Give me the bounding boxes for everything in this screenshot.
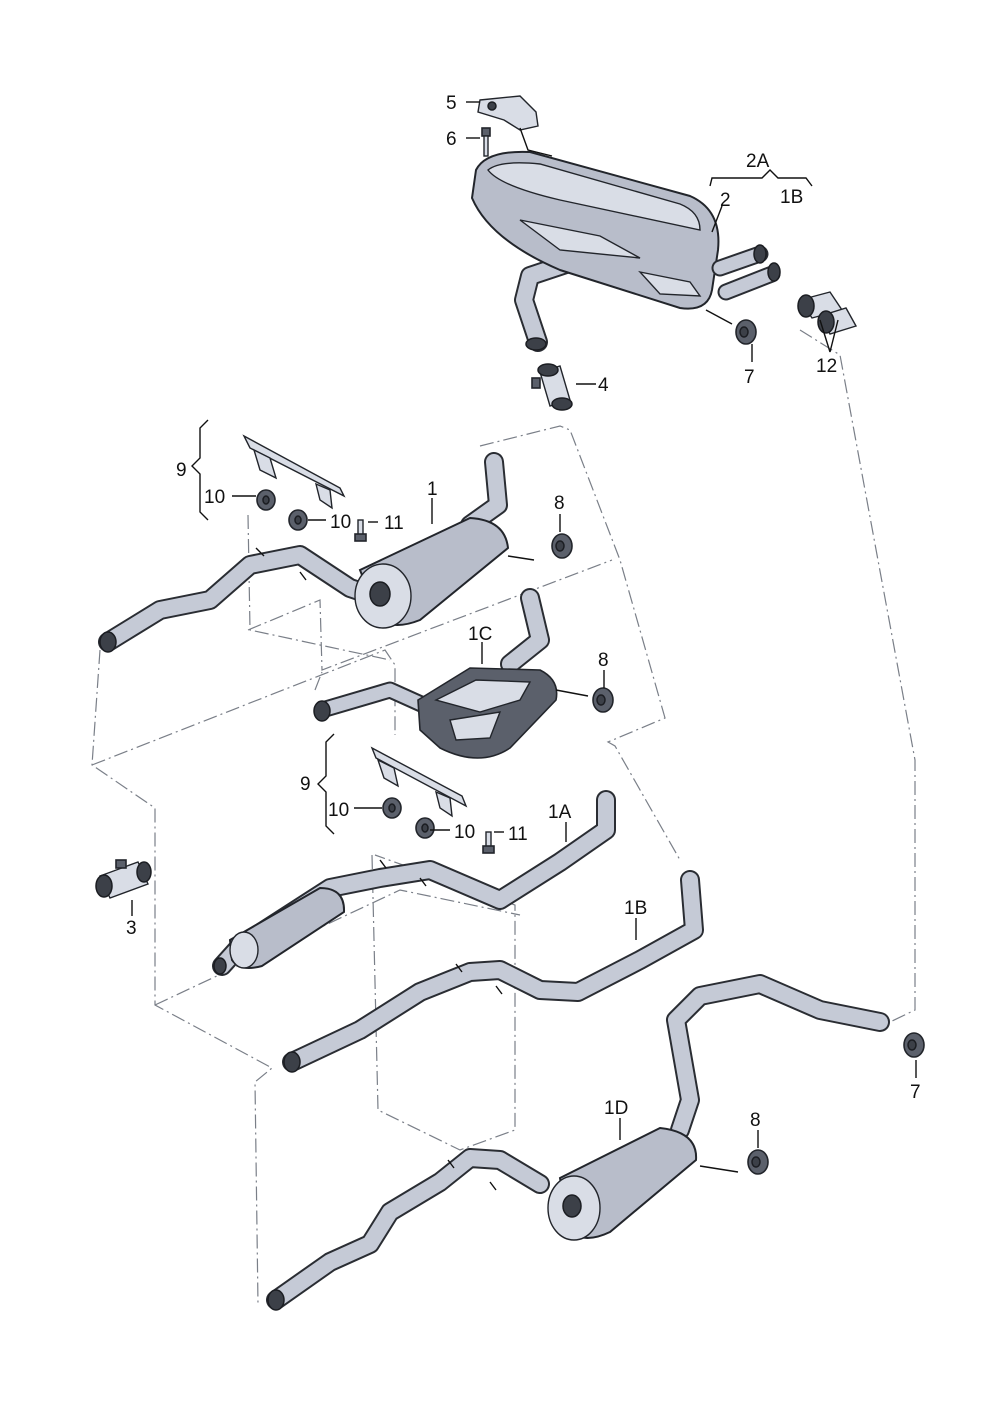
clamp-3 <box>95 859 152 899</box>
callout-labels: 5 6 2A 1B 2 4 7 12 9 10 10 11 1 8 1C 8 9… <box>126 93 921 1131</box>
bracket-9-lower <box>370 746 468 818</box>
bolt-6 <box>481 127 491 157</box>
callout-3: 3 <box>126 918 137 939</box>
clamp-4 <box>531 363 573 411</box>
bolt-11-top <box>354 519 367 542</box>
callout-1: 1 <box>427 479 438 500</box>
callout-10-top-a: 10 <box>204 487 225 508</box>
callout-1C: 1C <box>468 624 492 645</box>
callout-7-lower: 7 <box>910 1082 921 1103</box>
bracket-5 <box>477 95 553 157</box>
rubber-mount-10-top-a <box>256 489 276 511</box>
callout-10-lower-b: 10 <box>454 822 475 843</box>
rubber-mount-7-lower <box>903 1032 925 1058</box>
callout-8-c: 8 <box>750 1110 761 1131</box>
rubber-mount-8-a <box>551 533 573 559</box>
rear-silencer-2 <box>470 150 781 352</box>
bolt-11-lower <box>482 831 495 854</box>
rubber-mount-8-c <box>747 1149 769 1175</box>
callout-10-lower-a: 10 <box>328 800 349 821</box>
rubber-mount-10-top-b <box>288 509 308 531</box>
middle-silencer-1D <box>266 974 890 1311</box>
callout-1D: 1D <box>604 1098 628 1119</box>
callout-1B: 1B <box>624 898 647 919</box>
middle-silencer-1C <box>313 588 589 759</box>
leader-lines <box>131 101 917 1148</box>
bracket-9-top <box>242 434 346 510</box>
rubber-mount-10-lower-b <box>415 817 435 839</box>
callout-9-top: 9 <box>176 460 187 481</box>
callout-10-top-b: 10 <box>330 512 351 533</box>
callout-2A: 2A <box>746 151 770 172</box>
callout-12: 12 <box>816 356 837 377</box>
callout-4: 4 <box>598 375 609 396</box>
middle-silencer-1 <box>98 452 535 653</box>
callout-9-lower: 9 <box>300 774 311 795</box>
front-pipe-1A <box>212 790 616 976</box>
callout-6: 6 <box>446 129 457 150</box>
callout-1A: 1A <box>548 802 572 823</box>
tailpipe-trims-12 <box>797 291 858 335</box>
callout-7-top: 7 <box>744 367 755 388</box>
rubber-mount-7-top <box>735 319 757 345</box>
front-pipe-1B <box>282 870 704 1073</box>
rubber-mount-10-lower-a <box>382 797 402 819</box>
callout-5: 5 <box>446 93 457 114</box>
callout-1B-upper: 1B <box>780 187 803 208</box>
callout-8-a: 8 <box>554 493 565 514</box>
callout-8-b: 8 <box>598 650 609 671</box>
rubber-mount-8-b <box>592 687 614 713</box>
callout-11-top: 11 <box>384 513 404 534</box>
callout-2: 2 <box>720 190 731 211</box>
callout-11-lower: 11 <box>508 824 528 845</box>
